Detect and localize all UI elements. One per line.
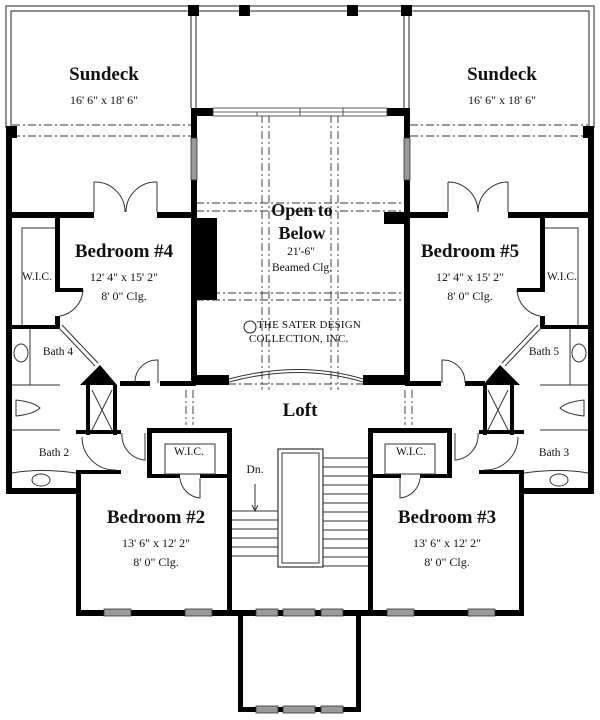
room-name-bedroom3: Bedroom #3 bbox=[397, 507, 497, 528]
room-name-open-to-below-1: Open to bbox=[271, 200, 333, 220]
room-name-sundeck-right: Sundeck bbox=[467, 64, 537, 85]
room-name-bedroom2: Bedroom #2 bbox=[106, 507, 206, 528]
sundeck-railings bbox=[5, 5, 595, 128]
room-name-bedroom5: Bedroom #5 bbox=[420, 241, 520, 262]
stairs-down-label: Dn. bbox=[246, 464, 264, 476]
room-name-open-to-below-2: Below bbox=[278, 223, 326, 243]
room-name-bath3: Bath 3 bbox=[538, 447, 570, 459]
room-size-bedroom3: 13' 6" x 12' 2" bbox=[412, 536, 482, 550]
room-name-bath2: Bath 2 bbox=[38, 447, 70, 459]
thin-lines bbox=[11, 181, 589, 568]
room-name-bath4: Bath 4 bbox=[42, 346, 74, 358]
room-name-sundeck-left: Sundeck bbox=[69, 64, 139, 85]
room-size-sundeck-left: 16' 6" x 18' 6" bbox=[69, 93, 139, 107]
room-height-open-to-below: 21'-6" bbox=[287, 246, 315, 258]
room-name-bedroom4: Bedroom #4 bbox=[74, 241, 174, 262]
beam-lines bbox=[12, 115, 588, 425]
window-dividers bbox=[213, 108, 387, 116]
room-ceiling-bedroom4: 8' 0" Clg. bbox=[101, 289, 147, 303]
room-ceiling-bedroom3: 8' 0" Clg. bbox=[424, 555, 470, 569]
railing-posts bbox=[188, 5, 412, 16]
room-ceiling-bedroom5: 8' 0" Clg. bbox=[447, 289, 493, 303]
room-ceiling-bedroom2: 8' 0" Clg. bbox=[133, 555, 179, 569]
copyright-line1: THE SATER DESIGN bbox=[257, 319, 362, 331]
copyright-line2: COLLECTION, INC. bbox=[249, 333, 349, 345]
room-name-bath5: Bath 5 bbox=[528, 346, 560, 358]
room-name-wic-bed3: W.I.C. bbox=[396, 446, 426, 458]
room-size-bedroom5: 12' 4" x 15' 2" bbox=[435, 270, 505, 284]
room-size-bedroom4: 12' 4" x 15' 2" bbox=[89, 270, 159, 284]
room-ceiling-open-to-below: Beamed Clg. bbox=[271, 262, 333, 274]
room-size-sundeck-right: 16' 6" x 18' 6" bbox=[467, 93, 537, 107]
room-size-bedroom2: 13' 6" x 12' 2" bbox=[121, 536, 191, 550]
room-name-loft: Loft bbox=[282, 400, 318, 421]
copyright-icon bbox=[243, 320, 257, 334]
room-name-wic-right: W.I.C. bbox=[547, 271, 577, 283]
fixtures bbox=[13, 343, 587, 487]
room-name-wic-left: W.I.C. bbox=[22, 271, 52, 283]
room-name-wic-bed2: W.I.C. bbox=[174, 446, 204, 458]
